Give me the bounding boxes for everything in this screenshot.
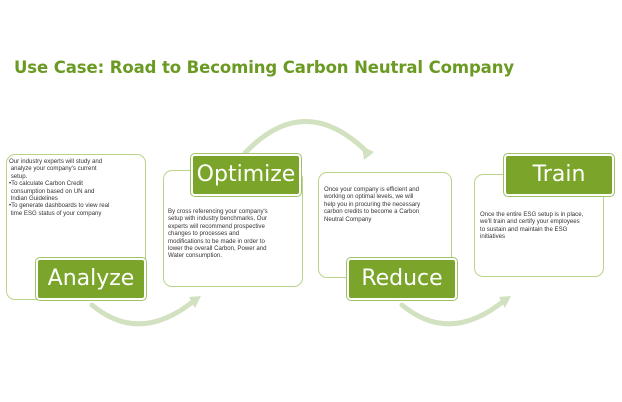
- arrow-reduce-to-train: [399, 297, 508, 327]
- step-text-optimize: By cross referencing your company's setu…: [168, 208, 301, 260]
- text-line: changes to processes and: [168, 230, 240, 238]
- text-line: to sustain and maintain the ESG: [480, 225, 568, 233]
- text-line: Once the entire ESG setup is in place,: [480, 211, 584, 218]
- text-line: •To calculate Carbon Credit: [9, 180, 83, 188]
- text-line: time ESG status of your company: [9, 209, 102, 217]
- text-line: analyze your company's current: [9, 165, 97, 173]
- step-text-train: Once the entire ESG setup is in place, w…: [480, 211, 604, 241]
- text-line: setup with industry benchmarks, Our: [168, 215, 267, 223]
- arrow-optimize-to-reduce: [242, 119, 371, 156]
- arrow-head-analyze-to-optimize: [189, 296, 201, 308]
- arrow-head-reduce-to-train: [499, 296, 511, 308]
- text-line: initiatives: [480, 233, 506, 241]
- text-line: we'll train and certify your employees: [480, 218, 580, 226]
- step-label-optimize: Optimize: [191, 154, 301, 196]
- step-text-analyze: Our industry experts will study and anal…: [9, 158, 144, 217]
- text-line: Once your company is efficient and: [324, 186, 420, 193]
- step-label-analyze: Analyze: [36, 258, 146, 300]
- text-line: help you in procuring the necessary: [324, 200, 421, 208]
- page-title: Use Case: Road to Becoming Carbon Neutra…: [14, 58, 514, 77]
- text-line: working on optimal levels, we will: [324, 193, 414, 201]
- text-line: consumption based on UN and: [9, 187, 95, 195]
- text-line: •To generate dashboards to view real: [9, 202, 110, 210]
- arrow-analyze-to-optimize: [89, 297, 198, 327]
- step-text-reduce: Once your company is efficient and worki…: [324, 186, 450, 223]
- text-line: By cross referencing your company's: [168, 208, 268, 215]
- text-line: Water consumption.: [168, 252, 222, 260]
- text-line: carbon credits to become a Carbon: [324, 208, 420, 216]
- text-line: experts will recommend prospective: [168, 222, 265, 230]
- text-line: Neutral Company: [324, 215, 372, 223]
- step-label-reduce: Reduce: [347, 258, 457, 300]
- text-line: lower the overall Carbon, Power and: [168, 245, 267, 253]
- text-line: setup.: [9, 172, 28, 180]
- text-line: Indian Guidelines: [9, 195, 58, 203]
- step-label-train: Train: [504, 154, 614, 196]
- text-line: Our industry experts will study and: [9, 158, 103, 165]
- arrow-head-optimize-to-reduce: [362, 146, 374, 160]
- text-line: modifications to be made in order to: [168, 237, 265, 245]
